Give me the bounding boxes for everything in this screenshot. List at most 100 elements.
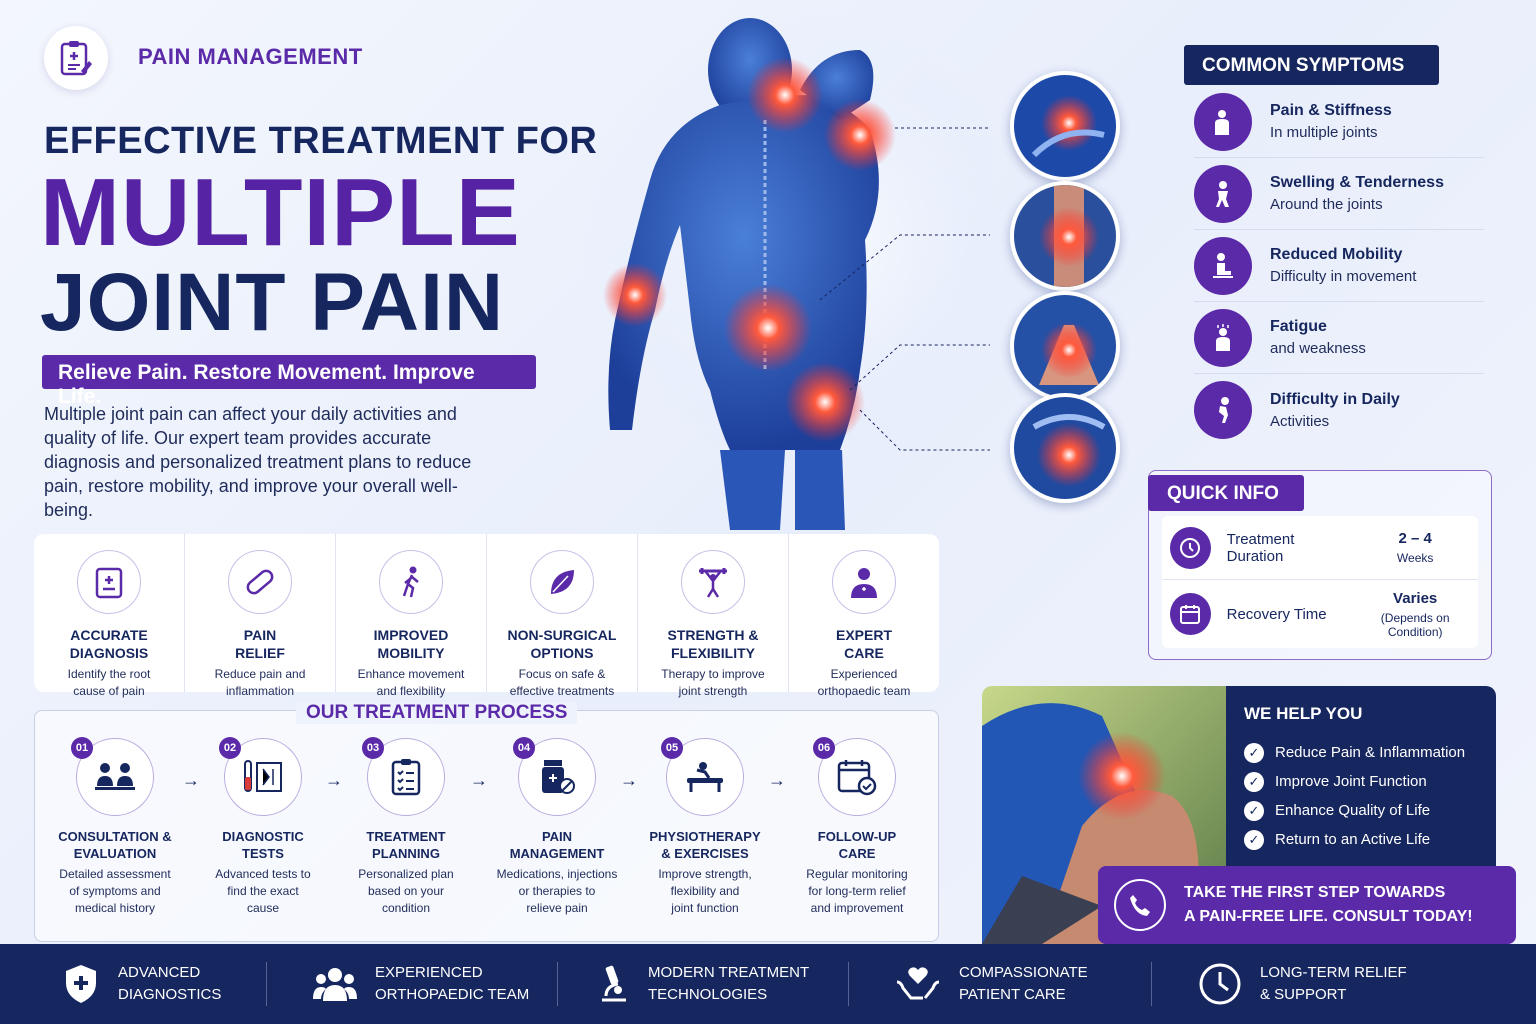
- step-sub: for long-term relief: [808, 884, 906, 898]
- clipboard-logo: [44, 26, 108, 90]
- test-tubes-icon: [244, 760, 282, 792]
- footer-label: PATIENT CARE: [959, 986, 1066, 1003]
- footer-label: TECHNOLOGIES: [648, 986, 768, 1003]
- help-item-label: Improve Joint Function: [1275, 773, 1427, 790]
- step-sub: Advanced tests to: [215, 867, 311, 881]
- feature-sub: and flexibility: [376, 684, 446, 698]
- kicker-label: PAIN MANAGEMENT: [138, 44, 363, 69]
- step-number: 05: [661, 737, 683, 759]
- doctor-icon: [832, 550, 896, 614]
- feature-sub: Enhance movement: [357, 667, 465, 681]
- step-sub: cause: [246, 901, 280, 915]
- seated-person-icon: [1194, 236, 1252, 295]
- quick-info-subvalue: Weeks: [1396, 551, 1434, 565]
- quick-info-label: Treatment Duration: [1226, 530, 1295, 565]
- headline-line3: JOINT PAIN: [40, 257, 505, 348]
- help-item: ✓ Enhance Quality of Life: [1244, 796, 1478, 825]
- microscope-icon: [602, 965, 626, 1002]
- walking-person-icon: [379, 550, 443, 614]
- pill-icon: [228, 550, 292, 614]
- phone-icon: [1114, 879, 1166, 931]
- stiff-shoulder-icon: [1194, 92, 1252, 151]
- calendar-icon: [1170, 593, 1211, 635]
- step-number: 06: [813, 737, 835, 759]
- leaf-icon: [530, 550, 594, 614]
- process-step: 01 CONSULTATION &EVALUATION Detailed ass…: [40, 737, 190, 917]
- medicine-bottle-icon: [542, 760, 575, 794]
- step-number: 02: [219, 737, 241, 759]
- bending-person-icon: [1194, 381, 1252, 439]
- step-title: DIAGNOSTIC: [222, 829, 304, 844]
- footer-divider: [1151, 962, 1152, 1006]
- footer-label: COMPASSIONATE: [959, 964, 1088, 981]
- symptom-title: Fatigue: [1270, 318, 1327, 335]
- feature-title: FLEXIBILITY: [671, 645, 755, 661]
- checklist-icon: [391, 759, 421, 796]
- help-item: ✓ Improve Joint Function: [1244, 767, 1478, 796]
- fatigued-person-icon: [1194, 308, 1252, 367]
- feature-title: NON-SURGICAL: [507, 627, 617, 643]
- arrow-right-icon: →: [620, 770, 638, 790]
- step-title: PLANNING: [372, 846, 440, 861]
- feature-sub: Therapy to improve: [661, 667, 765, 681]
- feature-title: IMPROVED: [373, 627, 449, 643]
- arrow-right-icon: →: [470, 770, 488, 790]
- swollen-knee-icon: [1194, 164, 1252, 223]
- quick-info-row: Recovery Time Varies(Depends on Conditio…: [1162, 582, 1478, 646]
- step-sub: relieve pain: [526, 901, 588, 915]
- step-sub: based on your: [367, 884, 445, 898]
- feature-title: ACCURATE: [70, 627, 148, 643]
- step-sub: or therapies to: [518, 884, 596, 898]
- help-panel: WE HELP YOU ✓Reduce Pain & Inflammation …: [1226, 686, 1496, 874]
- check-icon: ✓: [1244, 771, 1264, 792]
- symptom-sub: Difficulty in movement: [1270, 268, 1417, 285]
- step-sub: Medications, injections: [496, 867, 618, 881]
- help-heading: WE HELP YOU: [1244, 704, 1363, 723]
- feature-sub: effective treatments: [509, 684, 615, 698]
- consultation-icon: [95, 763, 135, 790]
- step-sub: medical history: [74, 901, 156, 915]
- footer-item: MODERN TREATMENT TECHNOLOGIES: [558, 944, 848, 1024]
- help-item-label: Enhance Quality of Life: [1275, 802, 1431, 819]
- quick-info-card: Treatment Duration 2 – 4 Weeks Recovery T…: [1162, 516, 1478, 648]
- step-sub: Improve strength,: [658, 867, 752, 881]
- physiotherapy-icon: [687, 762, 723, 792]
- step-sub: joint function: [671, 901, 739, 915]
- knee-joint-image: [1010, 181, 1120, 291]
- feature-title: OPTIONS: [530, 645, 594, 661]
- step-sub: Personalized plan: [358, 867, 454, 881]
- clipboard-icon: [77, 550, 141, 614]
- arrow-right-icon: →: [768, 770, 786, 790]
- step-sub: of symptoms and: [69, 884, 161, 898]
- feature-sub: joint strength: [678, 684, 748, 698]
- help-item: ✓Reduce Pain & Inflammation: [1244, 738, 1478, 767]
- step-title: & EXERCISES: [661, 846, 749, 861]
- footer-label: MODERN TREATMENT: [648, 964, 810, 981]
- treatment-process-panel: [34, 710, 939, 942]
- feature-title: EXPERT: [835, 627, 892, 643]
- step-sub: Regular monitoring: [806, 867, 908, 881]
- hip-joint-image: [1010, 393, 1120, 503]
- quick-info-value: 2 – 4: [1398, 530, 1432, 547]
- cta-line1: TAKE THE FIRST STEP TOWARDS: [1184, 884, 1446, 901]
- arrow-right-icon: →: [325, 770, 343, 790]
- clock-icon: [1199, 963, 1241, 1005]
- feature-title: CARE: [844, 645, 884, 661]
- process-heading: OUR TREATMENT PROCESS: [296, 702, 578, 724]
- symptom-title: Reduced Mobility: [1270, 246, 1403, 263]
- feature-sub: cause of pain: [73, 684, 145, 698]
- step-sub: find the exact: [227, 884, 299, 898]
- check-icon: ✓: [1244, 800, 1264, 821]
